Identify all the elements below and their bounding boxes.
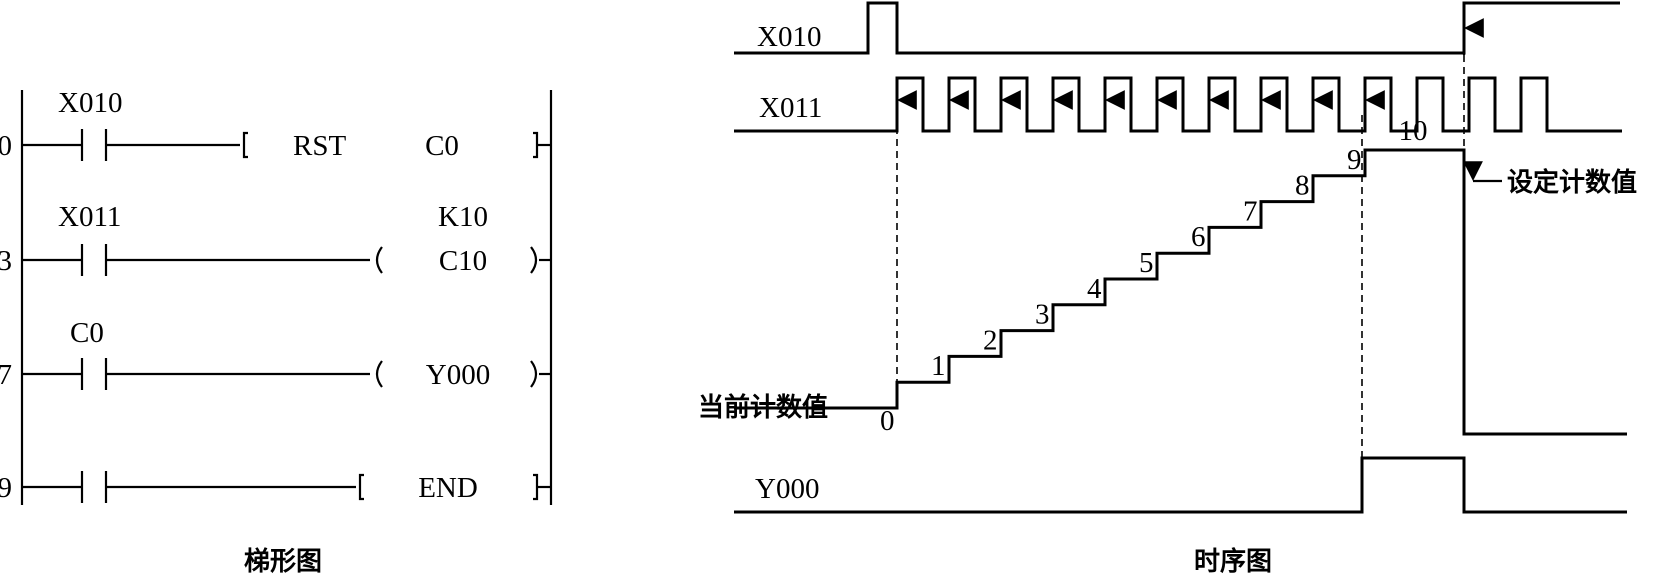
step-number: 3 (0, 245, 12, 277)
count-value-2: 2 (983, 324, 998, 356)
x011-label: X011 (759, 92, 822, 124)
rung-9: 9 END (0, 471, 551, 504)
rung-7: 7 C0 Y000 (0, 317, 551, 391)
count-value-6: 6 (1191, 221, 1206, 253)
timing-diagram: X010 X011 当前计数值 0 1 2 3 4 5 6 7 8 9 10 设… (698, 1, 1637, 577)
coil-operand: Y000 (426, 359, 490, 391)
counter-setting: K10 (438, 201, 488, 233)
instruction-close-bracket (533, 473, 539, 501)
x010-label: X010 (757, 21, 821, 53)
contact-label: X011 (58, 201, 121, 233)
current-count-waveform (734, 148, 1627, 436)
x011-waveform (734, 76, 1622, 133)
rung-3: 3 X011 K10 C10 (0, 201, 551, 277)
contact-label: C0 (70, 317, 104, 349)
instruction-operand: END (418, 472, 478, 504)
coil-close-paren (530, 246, 538, 274)
step-number: 0 (0, 130, 12, 162)
step-number: 9 (0, 472, 12, 504)
count-value-4: 4 (1087, 273, 1102, 305)
coil-open-paren (375, 360, 383, 388)
y000-waveform (734, 456, 1627, 514)
count-value-9: 9 (1347, 144, 1362, 176)
setpoint-label: 设定计数值 (1507, 167, 1637, 198)
y000-label: Y000 (755, 473, 819, 505)
count-value-7: 7 (1243, 195, 1258, 227)
count-value-10: 10 (1399, 115, 1428, 147)
count-value-1: 1 (931, 350, 946, 382)
instruction-close-bracket (533, 131, 539, 159)
contact-label: X010 (58, 87, 122, 119)
count-value-3: 3 (1035, 299, 1050, 331)
instruction-operand: C0 (425, 130, 459, 162)
count-value-0: 0 (880, 405, 895, 437)
step-number: 7 (0, 359, 12, 391)
count-value-labels: 0 1 2 3 4 5 6 7 8 9 10 (880, 115, 1428, 437)
count-value-5: 5 (1139, 247, 1154, 279)
x010-waveform (734, 1, 1620, 55)
ladder-caption: 梯形图 (244, 547, 322, 577)
ladder-diagram: 0 X010 RST C0 3 X011 K10 C10 (0, 87, 553, 577)
rung-0: 0 X010 RST C0 (0, 87, 551, 162)
instruction-open-bracket (358, 473, 364, 501)
timing-caption: 时序图 (1194, 546, 1272, 577)
count-value-8: 8 (1295, 170, 1310, 202)
coil-open-paren (375, 246, 383, 274)
coil-close-paren (530, 360, 538, 388)
coil-operand: C10 (439, 245, 487, 277)
instruction-name: RST (293, 130, 346, 162)
instruction-open-bracket (242, 131, 248, 159)
